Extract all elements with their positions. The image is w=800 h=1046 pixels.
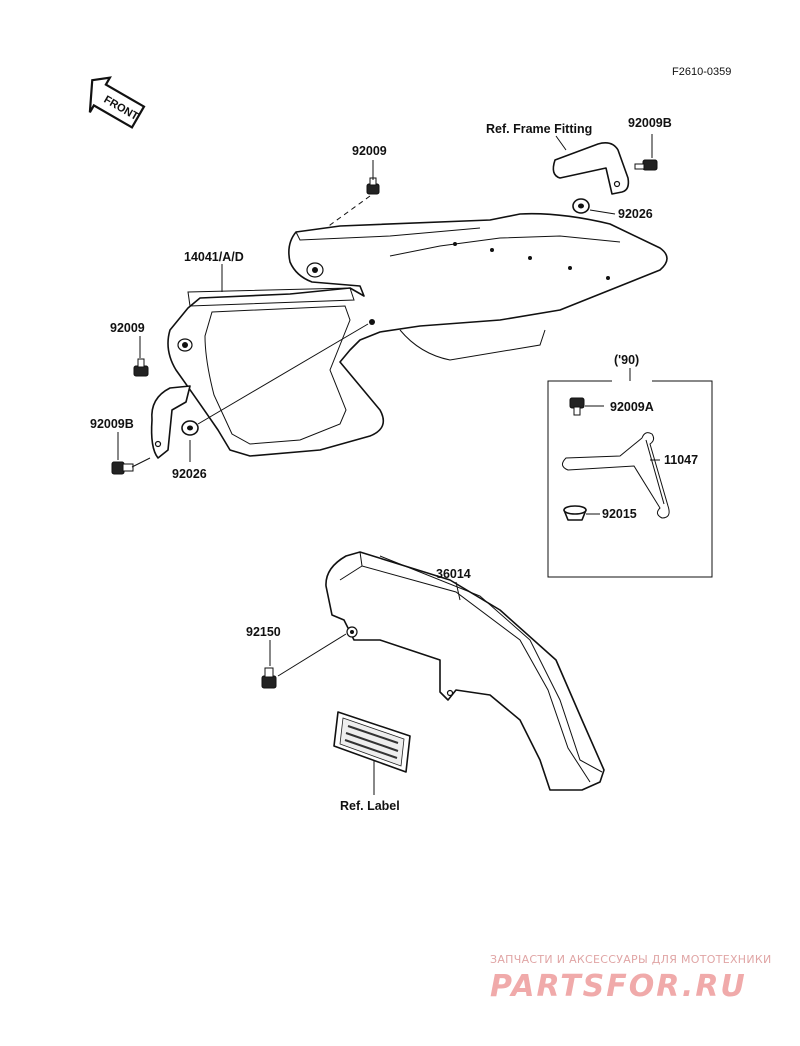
label-ref-label: Ref. Label <box>340 799 400 813</box>
label-92009b-left: 92009B <box>90 417 134 431</box>
label-year-90: ('90) <box>614 353 639 367</box>
leader-ref-frame <box>555 135 567 151</box>
ref-label-sticker <box>333 711 411 773</box>
side-cover-14041 <box>167 212 668 457</box>
front-arrow-icon: FRONT <box>88 76 146 129</box>
assembly-line-left <box>197 323 369 425</box>
left-bracket <box>150 385 191 459</box>
label-14041: 14041/A/D <box>184 250 244 264</box>
bolt-92009-top <box>366 177 380 195</box>
chain-guard-36014 <box>325 551 605 791</box>
label-36014: 36014 <box>436 567 471 581</box>
grommet-92015 <box>563 505 587 521</box>
bolt-92009-left <box>133 358 149 377</box>
label-92009b-top: 92009B <box>628 116 672 130</box>
label-11047: 11047 <box>664 453 698 467</box>
label-92026-top: 92026 <box>618 207 653 221</box>
collar-92026-left <box>181 420 199 436</box>
bolt-92009a <box>569 397 585 416</box>
bolt-92150 <box>261 667 277 689</box>
collar-92026-top <box>572 198 590 214</box>
watermark-logo: PARTSFOR.RU <box>490 969 747 1004</box>
label-92026-left: 92026 <box>172 467 207 481</box>
bolt-92009b-top <box>634 159 658 171</box>
wire-clip-11047 <box>562 432 670 519</box>
label-ref-frame-fitting: Ref. Frame Fitting <box>486 122 592 136</box>
label-92015: 92015 <box>602 507 637 521</box>
diagram-code: F2610-0359 <box>672 66 731 78</box>
frame-fitting-bracket <box>552 142 630 195</box>
leader-92026-top <box>589 209 616 215</box>
label-92150: 92150 <box>246 625 281 639</box>
label-92009-top: 92009 <box>352 144 387 158</box>
label-92009-left: 92009 <box>110 321 145 335</box>
leader-92009b-left-line <box>131 457 151 468</box>
bolt-92009b-left <box>111 461 134 475</box>
assembly-line-92150 <box>277 633 347 677</box>
label-92009a: 92009A <box>610 400 654 414</box>
leader-36014 <box>455 581 461 601</box>
watermark-tagline: ЗАПЧАСТИ И АКСЕССУАРЫ ДЛЯ МОТОТЕХНИКИ <box>490 953 772 966</box>
box-90-variant <box>547 368 713 578</box>
